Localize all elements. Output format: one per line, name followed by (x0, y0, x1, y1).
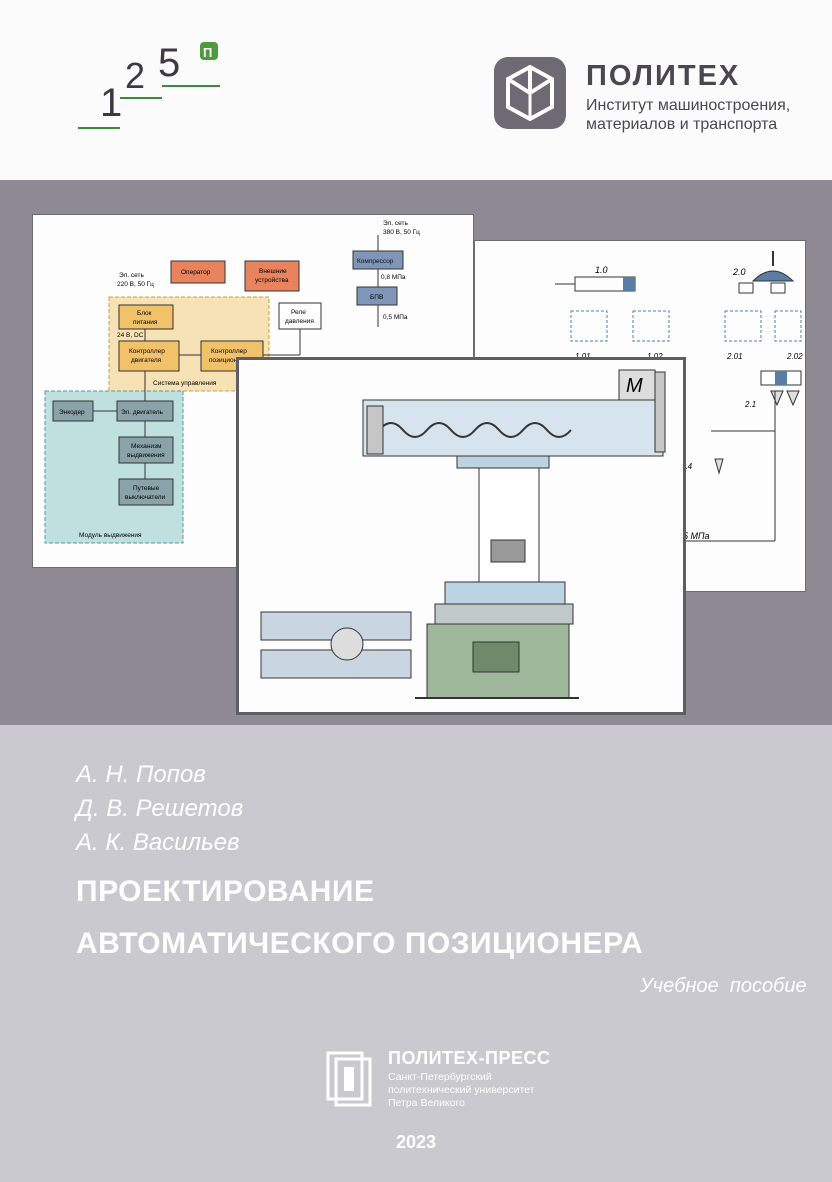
press-line3: Петра Великого (388, 1097, 465, 1109)
press-line1: Санкт-Петербургский (388, 1071, 492, 1083)
mechanism-1: Механизм (131, 443, 162, 450)
press-line2: политехнический университет (388, 1084, 535, 1096)
label-2-1: 2.1 (744, 400, 756, 409)
press-name: ПОЛИТЕХ-ПРЕСС (388, 1048, 551, 1068)
psu-2: питания (133, 319, 158, 326)
label-1-0: 1.0 (595, 265, 608, 275)
label-2-02: 2.02 (786, 352, 803, 361)
switches-2: выключатели (125, 494, 166, 501)
logo-number: 1 (100, 81, 122, 125)
encoder-label: Энкодер (59, 409, 85, 416)
mains-left: Эл. сеть (119, 272, 144, 279)
book-title-line2: АВТОМАТИЧЕСКОГО ПОЗИЦИОНЕРА (76, 927, 644, 960)
label-2-01: 2.01 (726, 352, 743, 361)
publisher-subtitle: Институт машиностроения, материалов и тр… (586, 96, 790, 134)
logo-badge: П (203, 45, 212, 60)
control-system-label: Система управления (153, 380, 217, 387)
publisher-subtitle-line2: материалов и транспорта (586, 116, 778, 133)
mechanism-drawing-panel: M (236, 357, 686, 715)
authors-list: А. Н. Попов Д. В. Решетов А. К. Васильев (76, 758, 243, 860)
series-125-logo: 1 2 5 П (78, 41, 220, 129)
block-diagram: Эл. сеть 380 В, 50 Гц Компрессор 0,8 МПа… (44, 220, 420, 544)
press-logo-icon (326, 1051, 372, 1107)
label-0-4: 0.4 (681, 462, 693, 471)
publisher-subtitle-line1: Институт машиностроения, (586, 97, 791, 114)
cover-top (0, 0, 832, 180)
compressor-label: Компрессор (357, 258, 394, 265)
book-type: Учебное пособие (640, 975, 807, 997)
module-label: Модуль выдвижения (79, 532, 142, 539)
label-2-0: 2.0 (732, 267, 746, 277)
svg-text:5: 5 (158, 41, 180, 85)
label-1-02: 1.02 (647, 352, 663, 361)
pressure-1: 0,8 МПа (381, 274, 406, 281)
pos-ctrl-2: позиционера (209, 357, 248, 364)
cover-lower-band (0, 725, 832, 1182)
book-title: ПРОЕКТИРОВАНИЕ АВТОМАТИЧЕСКОГО ПОЗИЦИОНЕ… (76, 866, 643, 970)
el-motor-label: Эл. двигатель (121, 409, 164, 416)
motor-ctrl-1: Контроллер (129, 348, 165, 355)
relay-2: давления (285, 318, 314, 325)
book-title-line1: ПРОЕКТИРОВАНИЕ (76, 875, 375, 908)
mechanism-2: выдвижения (127, 452, 165, 459)
publisher-name: ПОЛИТЕХ (586, 60, 741, 92)
switches-1: Путевые (133, 485, 160, 492)
psu-1: Блок (137, 310, 152, 317)
author-1: А. Н. Попов (76, 761, 206, 788)
polytech-logo-icon (494, 57, 566, 129)
mains-top-2: 380 В, 50 Гц (383, 229, 420, 236)
press-subtitle: Санкт-Петербургский политехнический унив… (388, 1071, 534, 1110)
author-2: Д. В. Решетов (76, 795, 244, 822)
label-1-01: 1.01 (575, 352, 591, 361)
mechanism-drawing: M (260, 369, 666, 699)
pos-ctrl-1: Контроллер (211, 348, 247, 355)
author-3: А. К. Васильев (76, 829, 240, 856)
svg-text:2: 2 (125, 55, 145, 96)
operator-label: Оператор (181, 269, 211, 276)
publication-year: 2023 (396, 1132, 437, 1152)
external-1: Внешние (259, 268, 287, 275)
external-2: устройства (255, 276, 289, 284)
pneumatic-diagram: 1.0 2.0 1.01 1.02 2.01 2.02 2.1 0.4 5 МП… (555, 251, 803, 542)
motor-ctrl-2: двигателя (131, 357, 162, 364)
dc-label: 24 В, DC (117, 332, 144, 339)
pressure-2: 0,5 МПа (383, 314, 408, 321)
bpv-label: БПВ (370, 294, 383, 301)
mains-top: Эл. сеть (383, 220, 408, 227)
label-pressure: 5 МПа (683, 531, 710, 541)
mains-left-2: 220 В, 50 Гц (117, 281, 154, 288)
relay-1: Реле (291, 309, 306, 316)
motor-letter: M (626, 375, 643, 397)
